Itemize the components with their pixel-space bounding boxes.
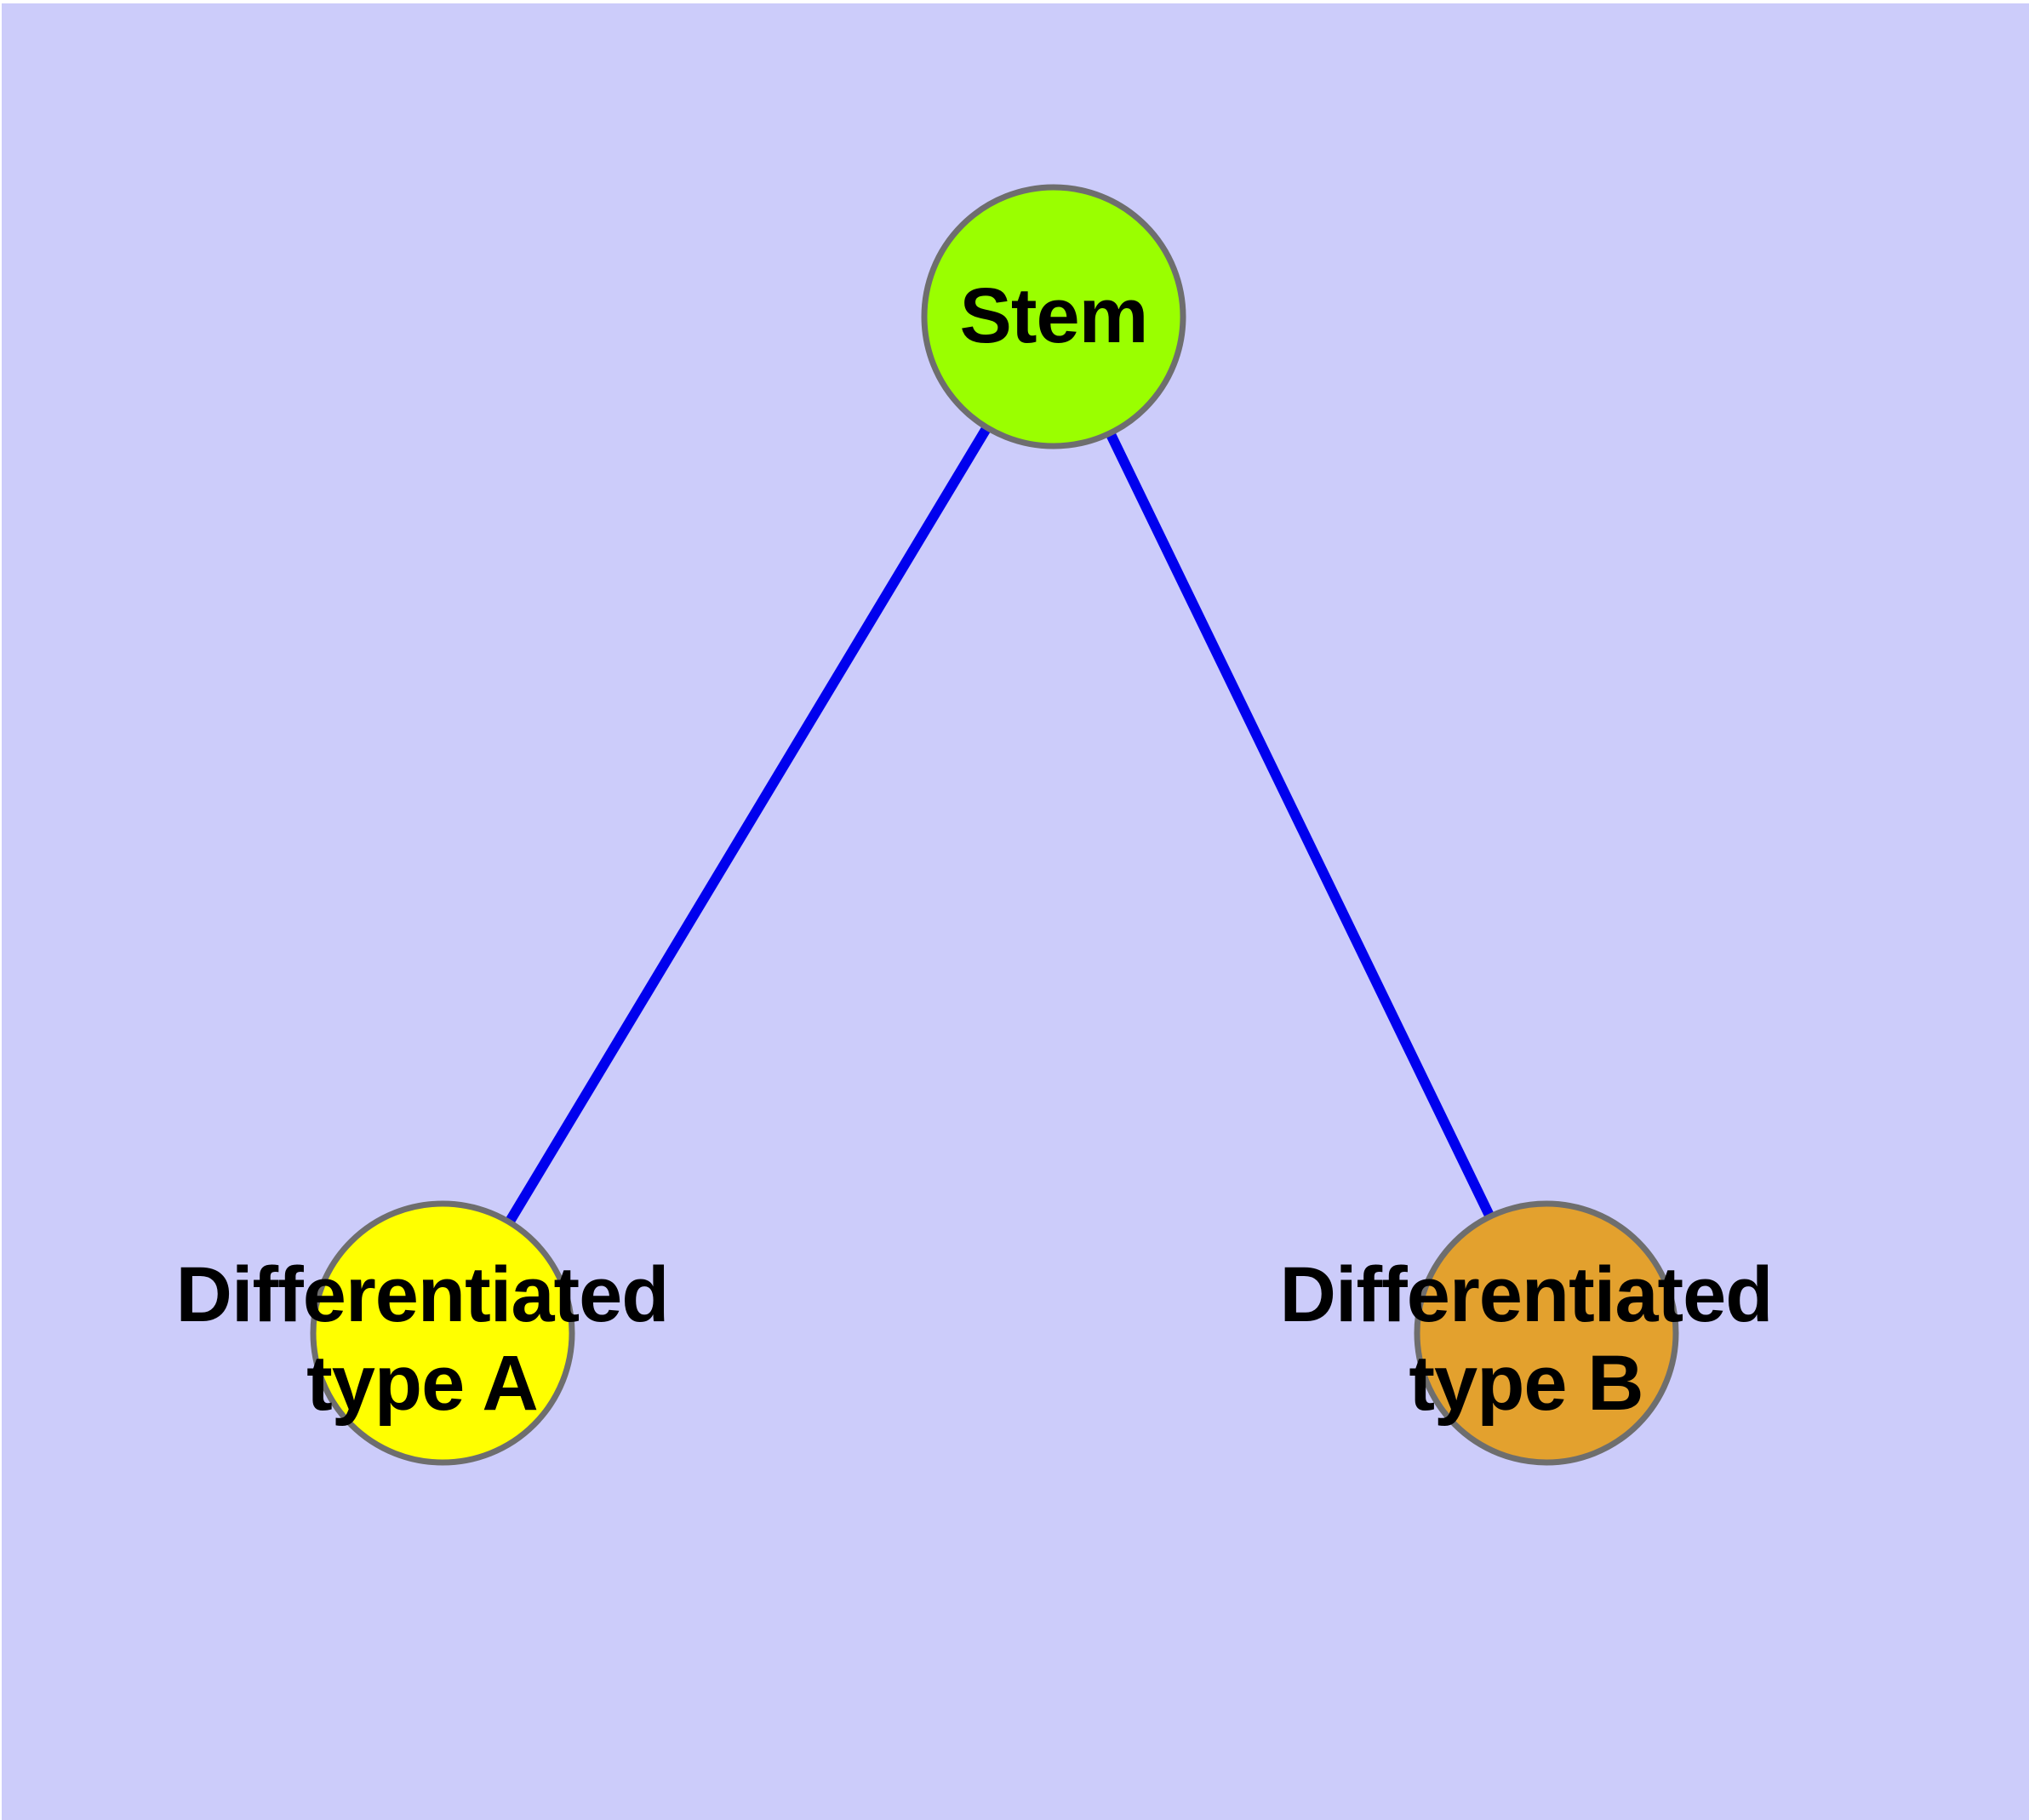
graph-edge-stem-to-diff-a[interactable]: [506, 426, 991, 1224]
graph-node-stem[interactable]: [921, 184, 1186, 449]
graph-node-diff-b[interactable]: [1414, 1200, 1679, 1466]
graph-edge-stem-to-diff-b[interactable]: [1106, 432, 1495, 1218]
edge-layer: [506, 426, 1495, 1224]
node-layer: [310, 184, 1679, 1466]
graph-node-diff-a[interactable]: [310, 1200, 575, 1466]
